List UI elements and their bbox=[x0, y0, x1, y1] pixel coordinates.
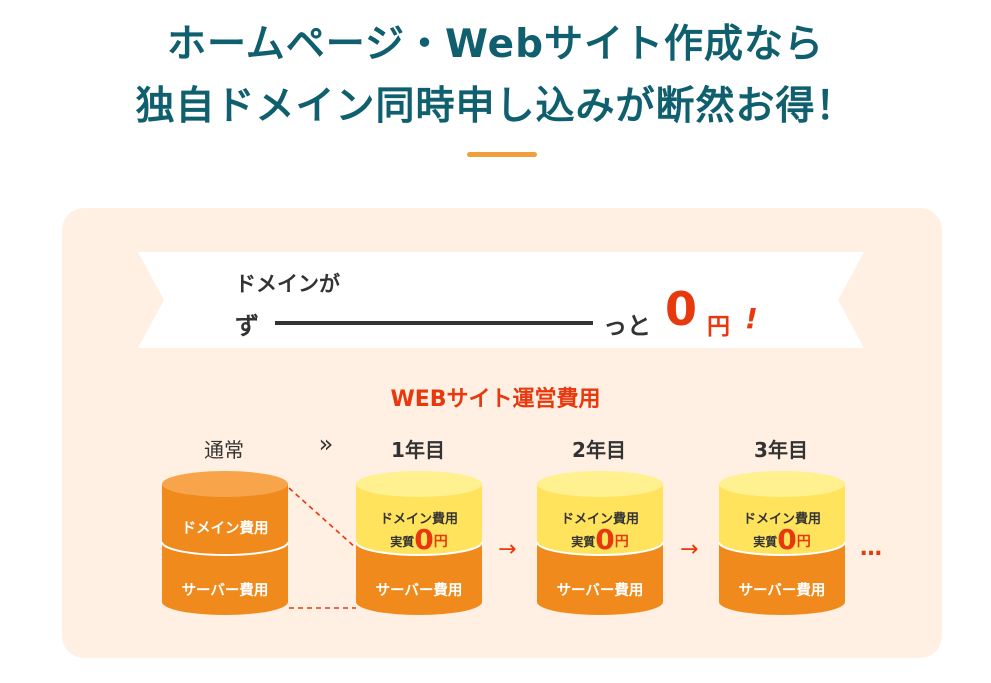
chevrons-icon: » bbox=[318, 430, 334, 458]
ribbon-top-text: ドメインが bbox=[235, 272, 340, 296]
section-title: WEBサイト運営費用 bbox=[390, 387, 601, 412]
ellipsis-icon: … bbox=[860, 536, 882, 561]
ribbon-long-line bbox=[275, 321, 593, 325]
cylinder-year-2 bbox=[536, 471, 664, 615]
stage-year-2: 2年目 bbox=[572, 438, 626, 462]
headline-divider bbox=[467, 152, 537, 157]
year2-domain-fee: ドメイン費用 bbox=[560, 512, 639, 527]
normal-server-fee: サーバー費用 bbox=[181, 583, 269, 599]
cylinder-normal bbox=[161, 471, 289, 615]
year1-effective-price: 実質0円 bbox=[390, 523, 448, 556]
ribbon-exclaim: ! bbox=[745, 302, 758, 335]
year1-server-fee: サーバー費用 bbox=[375, 583, 463, 599]
cylinder-year-1 bbox=[355, 471, 483, 615]
headline: ホームページ・Webサイト作成なら 独自ドメイン同時申し込みが断然お得！ bbox=[0, 14, 991, 138]
cylinder-year-3 bbox=[718, 471, 846, 615]
year2-server-fee: サーバー費用 bbox=[556, 583, 644, 599]
year1-domain-fee: ドメイン費用 bbox=[379, 512, 458, 527]
stage-year-3: 3年目 bbox=[754, 438, 808, 462]
ribbon-yen: 円 bbox=[707, 314, 730, 340]
year2-effective-price: 実質0円 bbox=[571, 523, 629, 556]
arrow-right-icon: → bbox=[498, 537, 517, 562]
ribbon-zu: ず bbox=[235, 312, 259, 340]
normal-domain-fee: ドメイン費用 bbox=[181, 521, 269, 537]
ribbon-totto: っと bbox=[603, 312, 651, 340]
headline-line-2: 独自ドメイン同時申し込みが断然お得！ bbox=[135, 84, 856, 129]
ribbon-zero: 0 bbox=[665, 282, 698, 336]
stage-normal: 通常 bbox=[204, 438, 244, 462]
year3-server-fee: サーバー費用 bbox=[738, 583, 826, 599]
stage-year-1: 1年目 bbox=[391, 438, 445, 462]
headline-line-1: ホームページ・Webサイト作成なら bbox=[166, 22, 825, 67]
year3-domain-fee: ドメイン費用 bbox=[742, 512, 821, 527]
year3-effective-price: 実質0円 bbox=[753, 523, 811, 556]
arrow-right-icon: → bbox=[680, 537, 699, 562]
